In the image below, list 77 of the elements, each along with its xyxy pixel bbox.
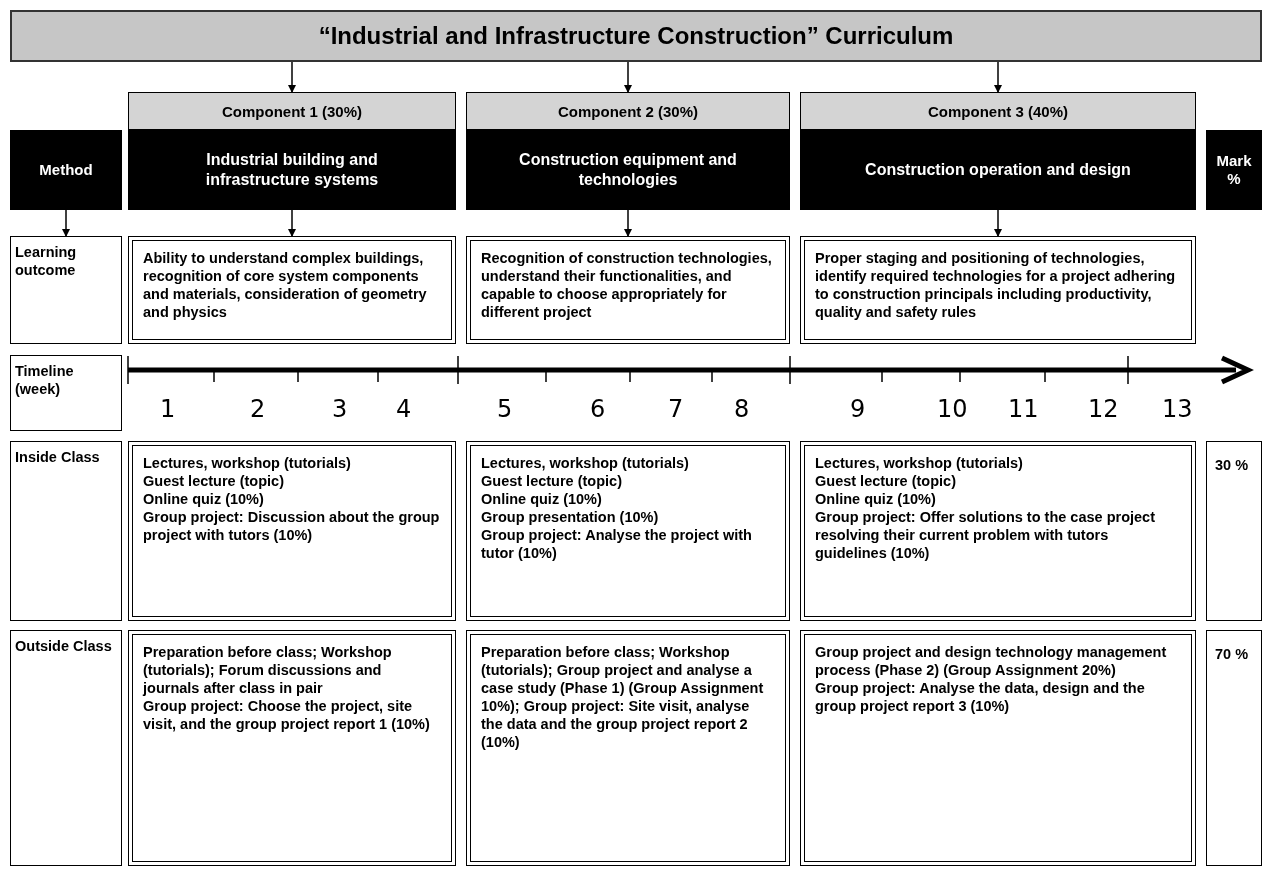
content-text: Preparation before class; Workshop (tutorials); Forum discussions and journals after class in pair [143,643,393,697]
content-box [800,441,1196,621]
content-text: Lectures, workshop (tutorials) [481,454,690,472]
content-box [466,630,790,866]
row-label: Learning outcome [15,243,78,279]
row-label-box [10,441,122,621]
content-text: Group project: Analyse the project with tutor (10%) [481,526,753,562]
component-heading: Component 3 (40%) [800,92,1196,130]
content-box [800,630,1196,866]
content-box [466,236,790,344]
title-text: “Industrial and Infrastructure Construction” Curriculum [318,22,954,50]
component-box [466,92,790,210]
mark-value: 70 % [1215,645,1250,663]
content-text: Online quiz (10%) [815,490,937,508]
week-number: 11 [1008,396,1039,422]
content-text: Guest lecture (topic) [143,472,285,490]
header-box [1206,130,1262,210]
component-box [800,92,1196,210]
content-text: Group project: Choose the project, site visit, and the group project report 1 (10%) [143,697,431,733]
component-box [128,92,456,210]
mark-box [1206,441,1262,621]
content-box [128,630,456,866]
week-number: 13 [1162,396,1193,422]
week-number: 10 [937,396,968,422]
arrow [994,61,1002,93]
week-number: 1 [160,396,176,422]
content-text: Guest lecture (topic) [481,472,623,490]
content-text: Proper staging and positioning of technologies, identify required technologies for a project adhering to construction principals including productivity, quality and safety rules [815,249,1177,321]
week-number: 6 [590,396,606,422]
row-label: Outside Class [15,637,113,655]
content-text: Ability to understand complex buildings, recognition of core system components and materials, consideration of geometry and physics [143,249,428,321]
arrow [288,209,296,237]
content-text: Group project: Offer solutions to the case project resolving their current problem with tutors guidelines (10%) [815,508,1156,562]
week-number: 12 [1088,396,1119,422]
component-heading: Component 1 (30%) [128,92,456,130]
component-title: Construction equipment and technologies [466,130,790,210]
arrow [624,61,632,93]
content-box [128,236,456,344]
content-text: Lectures, workshop (tutorials) [815,454,1024,472]
component-title: Industrial building and infrastructure systems [128,130,456,210]
week-number: 3 [332,396,348,422]
header-text: Mark % [1215,152,1253,188]
content-text: Group presentation (10%) [481,508,660,526]
arrow [62,209,70,237]
arrow [994,209,1002,237]
week-number: 5 [497,396,513,422]
content-text: Online quiz (10%) [143,490,265,508]
content-box [128,441,456,621]
title-banner [10,10,1262,62]
week-number: 9 [850,396,866,422]
row-label-box [10,355,122,431]
week-number: 2 [250,396,266,422]
content-text: Group project: Analyse the data, design and the group project report 3 (10%) [815,679,1146,715]
week-number: 8 [734,396,750,422]
arrow [288,61,296,93]
content-box [466,441,790,621]
content-text: Group project and design technology management process (Phase 2) (Group Assignment 20%) [815,643,1168,679]
content-box [800,236,1196,344]
row-label: Timeline (week) [15,362,75,398]
header-text: Method [39,161,93,179]
mark-value: 30 % [1215,456,1250,474]
content-text: Preparation before class; Workshop (tutorials); Group project and analyse a case study (Phase 1) (Group Assignment 10%); Group project: Site visit, analyse the data and the group project report 2 (10%) [481,643,765,751]
content-text: Recognition of construction technologies, understand their functionalities, and capable to choose appropriately for different project [481,249,773,321]
content-text: Online quiz (10%) [481,490,603,508]
header-box [10,130,122,210]
mark-box [1206,630,1262,866]
content-text: Group project: Discussion about the group project with tutors (10%) [143,508,441,544]
week-number: 7 [668,396,684,422]
row-label: Inside Class [15,448,101,466]
content-text: Guest lecture (topic) [815,472,957,490]
component-heading: Component 2 (30%) [466,92,790,130]
row-label-box [10,630,122,866]
component-title: Construction operation and design [800,130,1196,210]
arrow [624,209,632,237]
row-label-box [10,236,122,344]
week-number: 4 [396,396,412,422]
content-text: Lectures, workshop (tutorials) [143,454,352,472]
